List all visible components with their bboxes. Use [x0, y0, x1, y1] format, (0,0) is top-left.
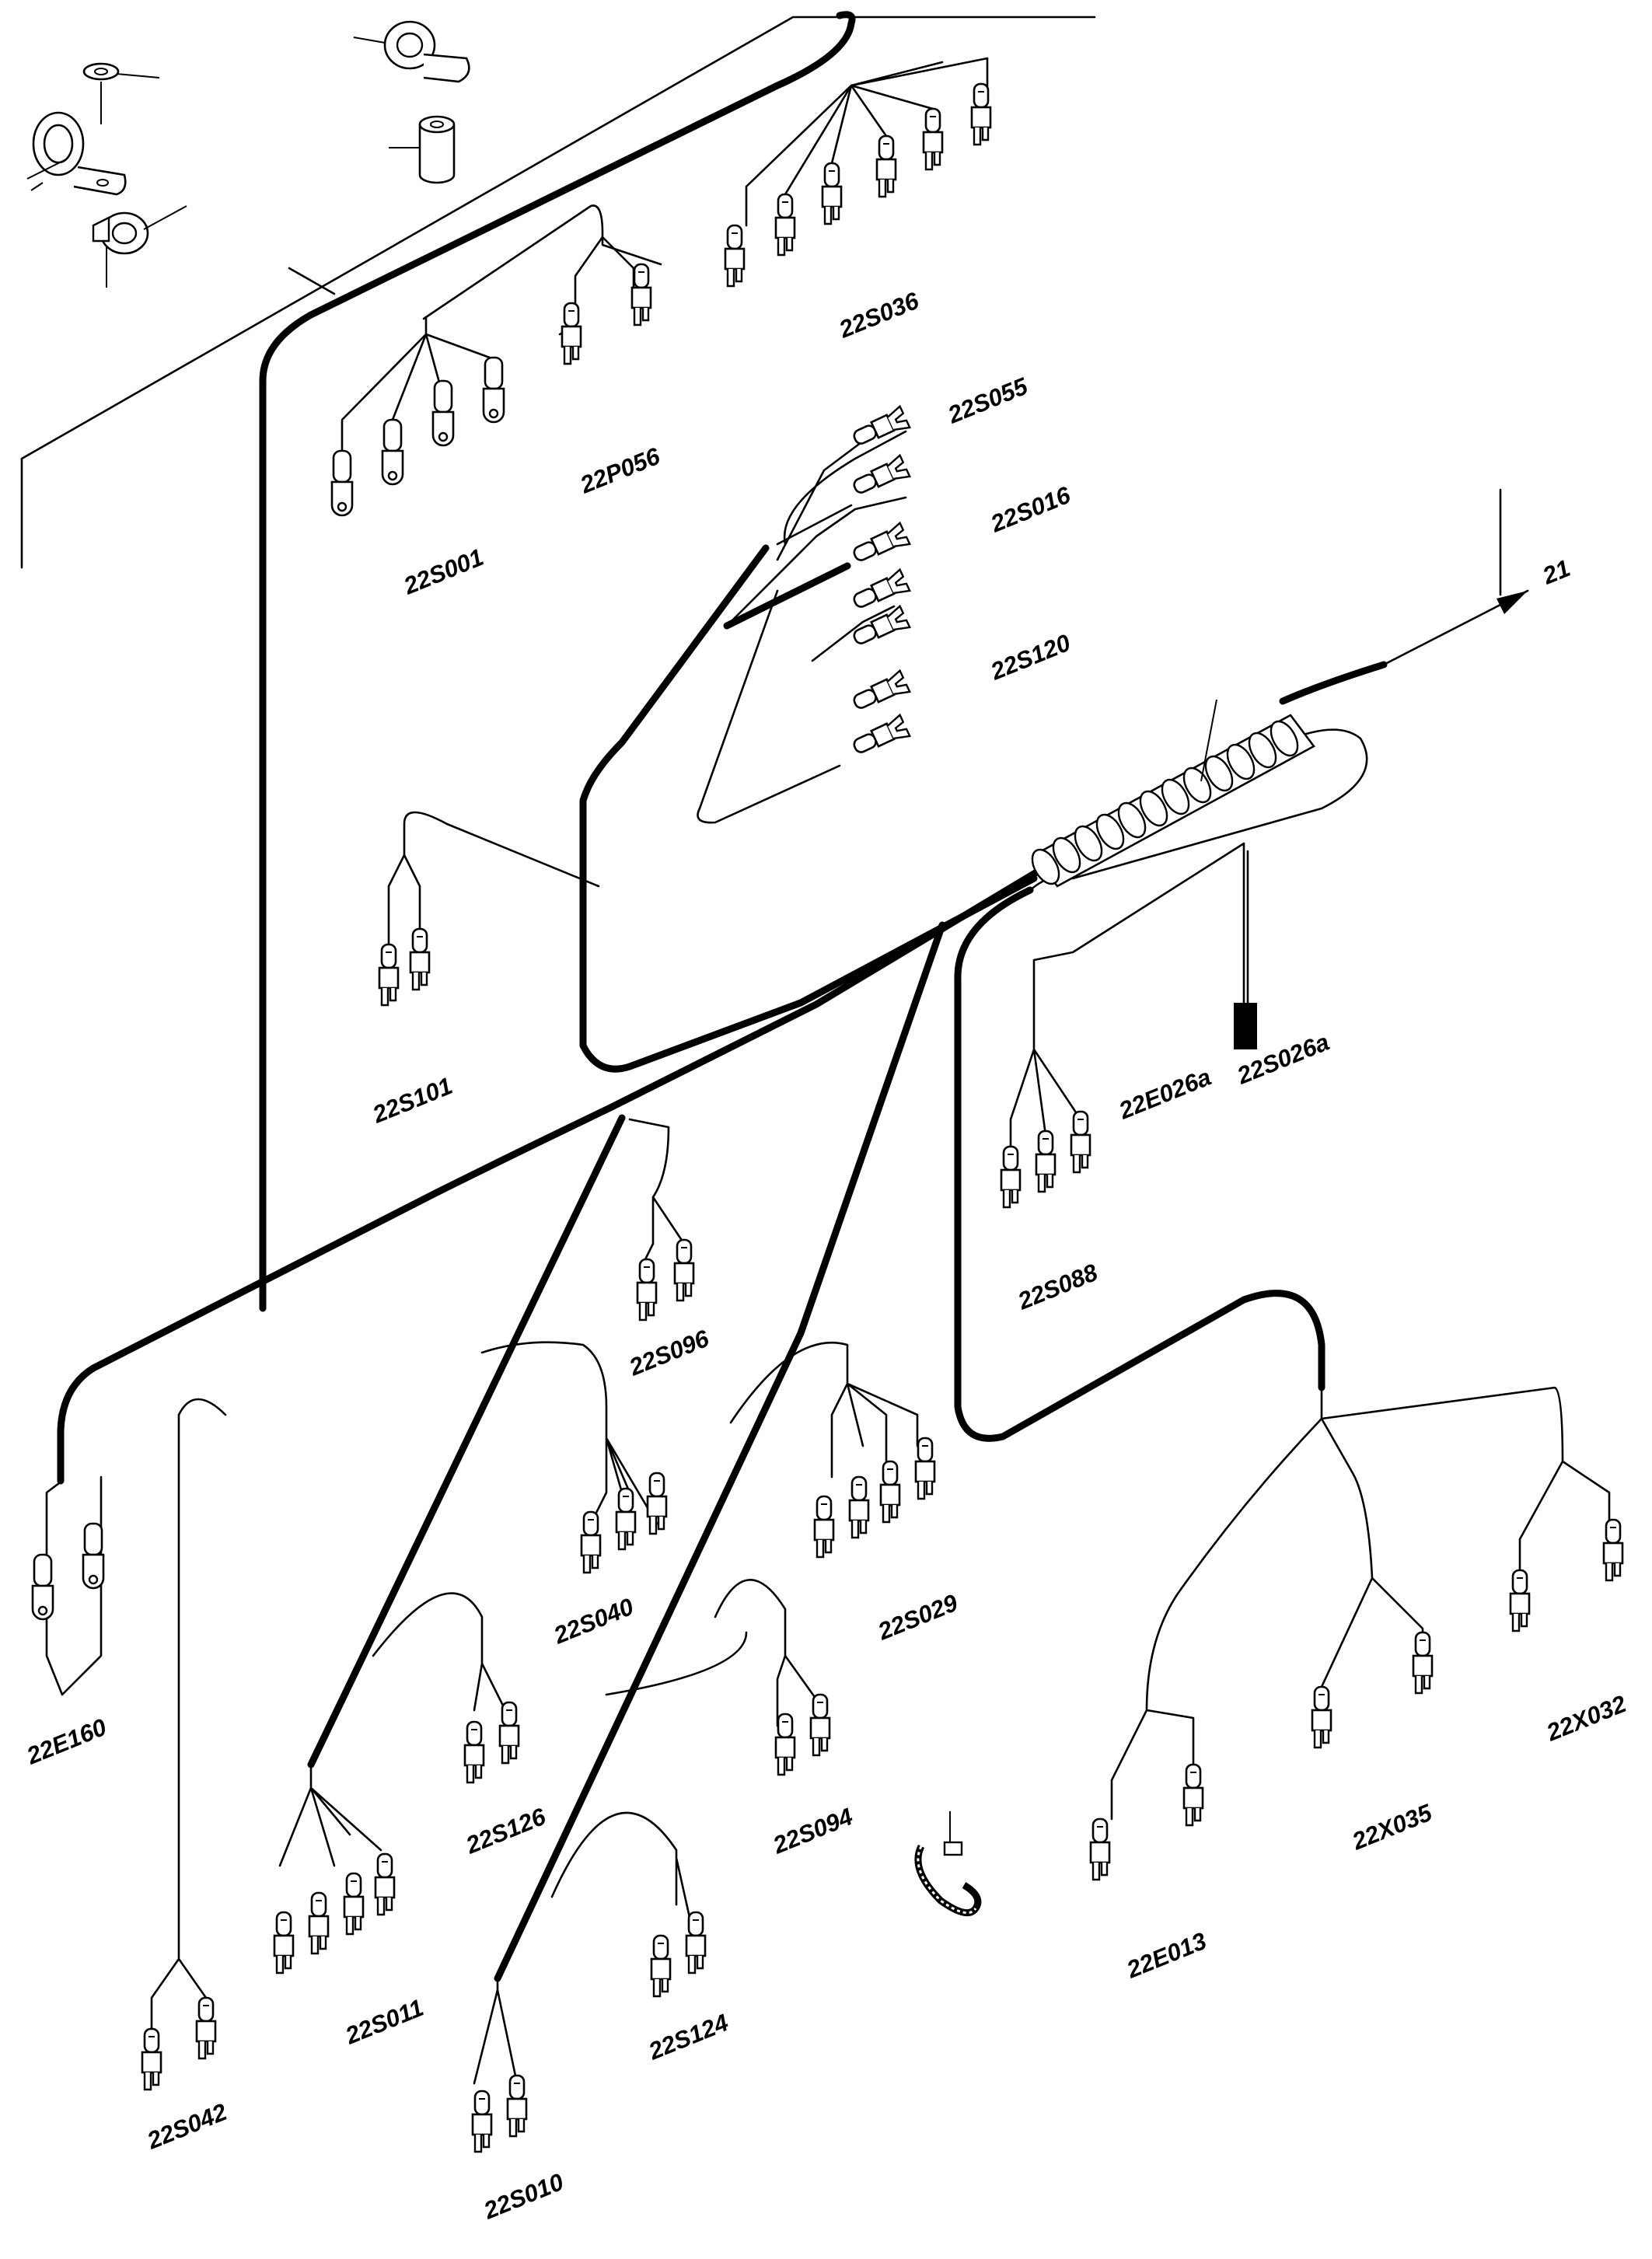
label-22S124: 22S124: [644, 2009, 732, 2065]
cable-tie-icon: [914, 1811, 982, 1917]
label-22S096: 22S096: [625, 1325, 714, 1381]
label-22S040: 22S040: [550, 1593, 637, 1650]
label-22S010: 22S010: [480, 2168, 568, 2225]
clamp-top-icon: [353, 20, 470, 83]
branch-wires: [45, 57, 1611, 2085]
label-22S036: 22S036: [835, 287, 924, 344]
label-22P056: 22P056: [576, 442, 665, 499]
label-22S016: 22S016: [987, 481, 1075, 538]
label-22E160: 22E160: [23, 1713, 110, 1770]
label-22S042: 22S042: [143, 2098, 231, 2155]
main-harness-trunk: [57, 11, 1388, 1982]
label-22S055: 22S055: [944, 372, 1032, 429]
clamp-icon: [26, 111, 127, 196]
label-22S094: 22S094: [769, 1803, 857, 1859]
label-ref-21: 21: [1538, 554, 1574, 590]
label-22S120: 22S120: [987, 629, 1074, 686]
label-22S001: 22S001: [400, 543, 487, 600]
label-22S011: 22S011: [341, 1994, 428, 2050]
label-22E026a: 22E026a: [1115, 1063, 1215, 1125]
fuse-block-icon: [1234, 1003, 1257, 1049]
label-22E013: 22E013: [1123, 1927, 1210, 1984]
label-22S126: 22S126: [462, 1803, 550, 1859]
corrugated-sleeve-icon: [1031, 699, 1315, 888]
frame-outline: [20, 16, 1096, 569]
label-22S101: 22S101: [368, 1072, 456, 1129]
label-22X032: 22X032: [1542, 1690, 1630, 1747]
spacer-sleeve-icon: [389, 115, 456, 184]
label-22S029: 22S029: [874, 1589, 962, 1646]
clamp-small-icon: [92, 205, 187, 288]
label-22X035: 22X035: [1348, 1799, 1437, 1856]
label-22S088: 22S088: [1014, 1259, 1102, 1315]
ref-arrow: [1382, 488, 1529, 666]
washer-icon: [82, 62, 160, 124]
